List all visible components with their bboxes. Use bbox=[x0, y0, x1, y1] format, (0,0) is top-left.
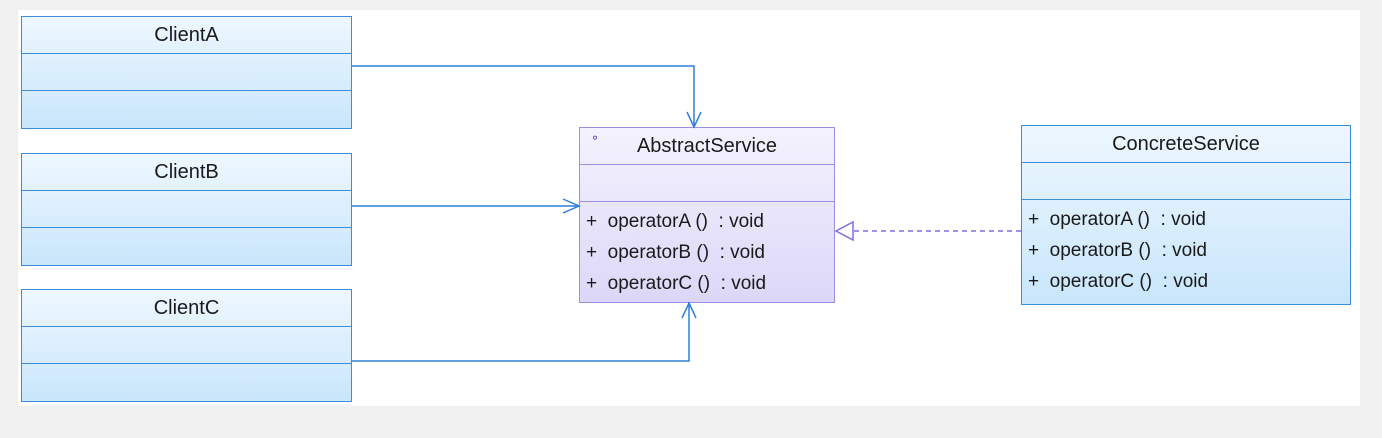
operations-compartment: + operatorA () : void + operatorB () : v… bbox=[580, 202, 834, 303]
attributes-compartment bbox=[22, 54, 351, 91]
arrowhead-icon bbox=[562, 198, 581, 214]
class-name-row: ⚬ AbstractService bbox=[580, 128, 834, 165]
operation-b: + operatorB () : void bbox=[586, 242, 765, 263]
class-concrete-service[interactable]: ConcreteService + operatorA () : void + … bbox=[1021, 125, 1351, 305]
operation-c: + operatorC () : void bbox=[586, 273, 767, 294]
operation-a: + operatorA () : void bbox=[586, 211, 764, 232]
class-name: ConcreteService bbox=[1022, 126, 1350, 163]
attributes-compartment bbox=[22, 327, 351, 364]
operations-compartment: + operatorA () : void + operatorB () : v… bbox=[1022, 200, 1350, 301]
class-name: ClientB bbox=[22, 154, 351, 191]
class-client-b[interactable]: ClientB bbox=[21, 153, 352, 266]
association-client-b[interactable] bbox=[352, 198, 581, 214]
class-abstract-service[interactable]: ⚬ AbstractService + operatorA () : void … bbox=[579, 127, 835, 303]
class-name: ClientA bbox=[22, 17, 351, 54]
attributes-compartment bbox=[580, 165, 834, 202]
operation-b: + operatorB () : void bbox=[1028, 240, 1207, 261]
association-client-a[interactable] bbox=[352, 65, 702, 129]
realization-concrete-service[interactable] bbox=[834, 220, 1021, 242]
attributes-compartment bbox=[22, 191, 351, 228]
arrowhead-icon bbox=[681, 301, 697, 319]
arrowhead-icon bbox=[686, 111, 702, 129]
attributes-compartment bbox=[1022, 163, 1350, 200]
realization-triangle-icon bbox=[834, 220, 854, 242]
class-client-c[interactable]: ClientC bbox=[21, 289, 352, 402]
association-client-c[interactable] bbox=[352, 301, 697, 362]
operation-c: + operatorC () : void bbox=[1028, 271, 1209, 292]
class-name: ClientC bbox=[22, 290, 351, 327]
abstract-class-icon: ⚬ bbox=[590, 131, 601, 145]
class-name: AbstractService bbox=[636, 135, 778, 157]
class-client-a[interactable]: ClientA bbox=[21, 16, 352, 129]
operation-a: + operatorA () : void bbox=[1028, 209, 1206, 230]
